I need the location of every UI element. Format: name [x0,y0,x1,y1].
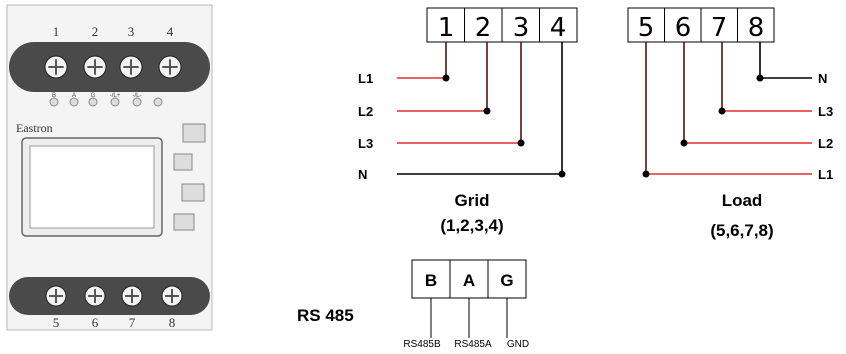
grid-terminal-4: 4 [550,13,567,43]
meter-top-terminal-label-1: 1 [53,24,60,39]
meter-bottom-screw-5 [45,285,67,307]
led-label-a: A [72,93,76,99]
meter-button-4 [173,213,195,231]
led-indicator-row [49,97,163,107]
top-terminal-band [9,42,210,92]
grid-line-label-l1: L1 [358,71,373,86]
grid-wire-l2 [397,42,488,112]
meter-button-2 [173,153,193,171]
load-wire-l1 [645,42,812,175]
load-junction-n [756,74,764,82]
led-label-pulse-plus: -/L+ [110,93,121,99]
load-junction-l1 [642,170,650,178]
load-terminal-block: 5 6 7 8 N L3 L2 L1 Load (5,6,7,8) [627,7,833,240]
load-terminal-8: 8 [748,13,765,43]
grid-line-label-l2: L2 [358,104,373,119]
rs485-signal-a: RS485A [454,339,492,350]
rs485-signal-b: RS485B [403,339,441,350]
meter-top-screws [44,55,182,79]
load-line-label-l3: L3 [818,104,833,119]
grid-wire-n [397,42,563,175]
load-line-label-l1: L1 [818,167,833,182]
rs485-terminal-block: RS 485 B A G RS485B RS485A GND [297,259,529,350]
grid-wire-l1 [397,42,447,79]
meter-bottom-screw-7 [121,285,143,307]
meter-bottom-screws [45,285,183,307]
load-terminal-7: 7 [711,13,728,43]
load-terminal-6: 6 [675,13,692,43]
meter-lcd-screen [29,145,155,229]
load-line-label-n: N [818,71,827,86]
grid-wire-l3 [397,42,522,144]
rs485-terminal-a: A [463,271,475,290]
grid-line-label-n: N [358,167,367,182]
grid-junction-l1 [442,74,450,82]
meter-bottom-screw-6 [84,285,106,307]
meter-top-screw-4 [158,55,182,79]
meter-bottom-terminal-label-8: 8 [169,315,176,330]
load-wire-l3 [721,42,812,112]
meter-bottom-terminal-label-6: 6 [92,315,99,330]
rs485-title: RS 485 [297,306,354,325]
grid-junction-n [558,170,566,178]
grid-junction-l2 [483,107,491,115]
rs485-signal-gnd: GND [507,339,529,350]
grid-caption-terminals: (1,2,3,4) [440,216,503,235]
load-caption-terminals: (5,6,7,8) [710,221,773,240]
meter-top-terminal-label-3: 3 [128,24,135,39]
load-junction-l3 [718,107,726,115]
meter-button-3 [181,183,205,202]
energy-meter-device: 1 2 3 4 5 6 7 8 B A G -/L+ -/L- Eastron [6,4,213,331]
led-label-pulse-minus: -/L- [133,93,142,99]
meter-top-terminal-label-2: 2 [92,24,99,39]
grid-terminal-3: 3 [513,13,530,43]
meter-top-terminal-label-4: 4 [167,24,174,39]
grid-line-label-l3: L3 [358,136,373,151]
meter-bottom-screw-8 [161,285,183,307]
meter-top-screw-3 [119,55,143,79]
meter-brand: Eastron [16,121,53,135]
grid-junction-l3 [517,139,525,147]
load-junction-l2 [680,139,688,147]
load-wire-l2 [683,42,812,144]
led-label-b: B [52,93,56,99]
grid-terminal-2: 2 [475,13,492,43]
meter-top-screw-1 [44,55,68,79]
grid-terminal-1: 1 [438,13,455,43]
load-terminal-5: 5 [638,13,655,43]
load-line-label-l2: L2 [818,136,833,151]
grid-caption-title: Grid [455,191,490,210]
led-label-g: G [91,93,96,99]
rs485-terminal-strip [411,259,527,299]
rs485-terminal-g: G [500,271,513,290]
load-caption-title: Load [722,191,763,210]
rs485-terminal-b: B [425,271,437,290]
meter-button-1 [182,123,206,143]
meter-bottom-terminal-label-7: 7 [129,315,136,330]
load-wire-n [759,42,812,79]
grid-terminal-block: 1 2 3 4 L1 L2 L3 N Grid (1,2,3,4) [358,7,578,235]
meter-top-screw-2 [83,55,107,79]
meter-bottom-terminal-label-5: 5 [53,315,60,330]
